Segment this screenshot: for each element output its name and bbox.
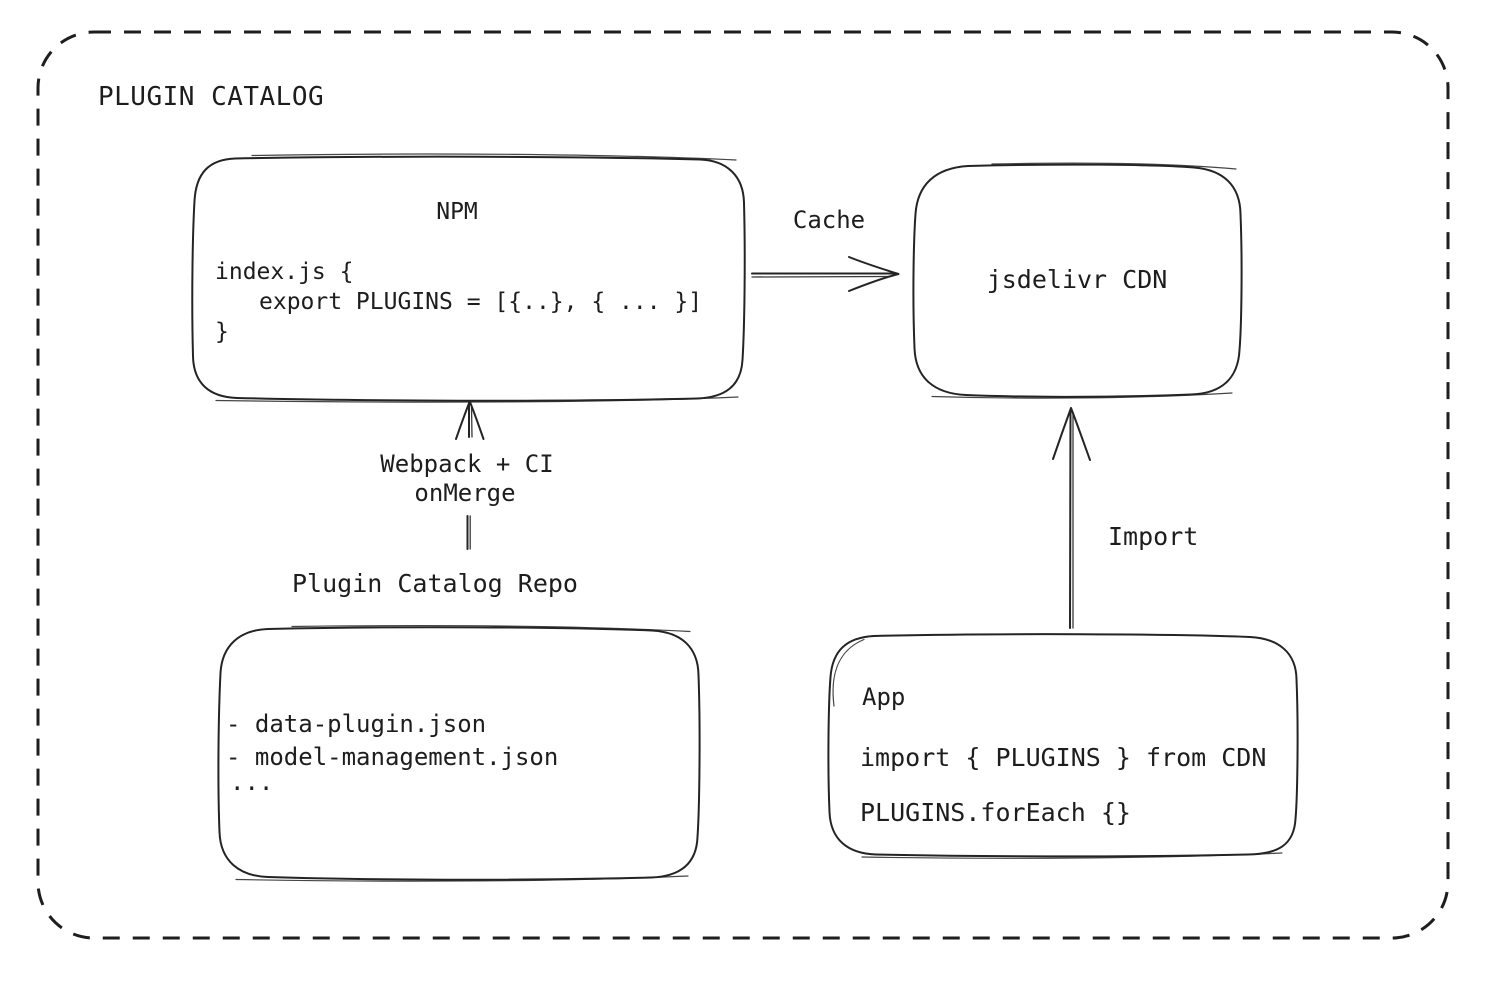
import-arrow-shaft bbox=[1069, 409, 1072, 629]
plugin-catalog-boundary bbox=[36, 30, 1450, 940]
build-arrowhead bbox=[455, 401, 485, 440]
repo-file-item-2: - model-management.json bbox=[226, 743, 558, 771]
repo-box-sketch-accent-top bbox=[291, 625, 691, 633]
jsdelivr-box-sketch-accent-top bbox=[991, 162, 1237, 170]
app-box-sketch-accent-bottom bbox=[861, 852, 1283, 859]
build-arrow-shaft-double bbox=[470, 404, 473, 438]
repo-node-label: Plugin Catalog Repo bbox=[292, 569, 578, 598]
import-arrow: Import bbox=[1052, 407, 1198, 629]
app-node-title: App bbox=[862, 683, 905, 711]
app-code-line-1: import { PLUGINS } from CDN bbox=[860, 743, 1266, 772]
npm-code-line-2: export PLUGINS = [{..}, { ... }] bbox=[259, 289, 702, 315]
npm-box-sketch-accent-bottom bbox=[215, 396, 739, 403]
app-node: App import { PLUGINS } from CDN PLUGINS.… bbox=[827, 633, 1299, 859]
jsdelivr-cdn-node: jsdelivr CDN bbox=[912, 162, 1243, 399]
build-arrow-label-line-1: Webpack + CI bbox=[380, 450, 553, 478]
repo-box-sketch-accent-bottom bbox=[235, 875, 689, 882]
jsdelivr-box-sketch-accent-bottom bbox=[931, 392, 1233, 399]
cache-arrow: Cache bbox=[751, 206, 900, 292]
repo-file-item-ellipsis: ... bbox=[230, 768, 273, 796]
import-arrow-label: Import bbox=[1108, 522, 1198, 551]
jsdelivr-box-outline bbox=[912, 163, 1243, 398]
npm-code-line-3: } bbox=[215, 319, 229, 345]
cache-arrow-label: Cache bbox=[793, 206, 865, 234]
plugin-catalog-repo-node: Plugin Catalog Repo - data-plugin.json -… bbox=[217, 569, 701, 882]
build-arrow-label-line-2: onMerge bbox=[414, 479, 515, 507]
import-arrowhead bbox=[1052, 407, 1091, 461]
npm-node-title: NPM bbox=[436, 199, 478, 225]
cache-arrowhead bbox=[848, 256, 900, 292]
npm-box-sketch-accent-top bbox=[251, 153, 737, 161]
app-box-sketch-accent-left bbox=[832, 638, 865, 707]
repo-file-item-1: - data-plugin.json bbox=[226, 710, 486, 738]
cache-arrow-shaft-double bbox=[751, 275, 890, 278]
diagram-title: PLUGIN CATALOG bbox=[98, 82, 324, 112]
npm-node: NPM index.js { export PLUGINS = [{..}, {… bbox=[191, 153, 746, 403]
npm-code-line-1: index.js { bbox=[215, 259, 353, 285]
jsdelivr-node-label: jsdelivr CDN bbox=[987, 265, 1168, 294]
app-code-line-2: PLUGINS.forEach {} bbox=[860, 798, 1131, 827]
build-arrow: Webpack + CI onMerge bbox=[380, 401, 554, 550]
